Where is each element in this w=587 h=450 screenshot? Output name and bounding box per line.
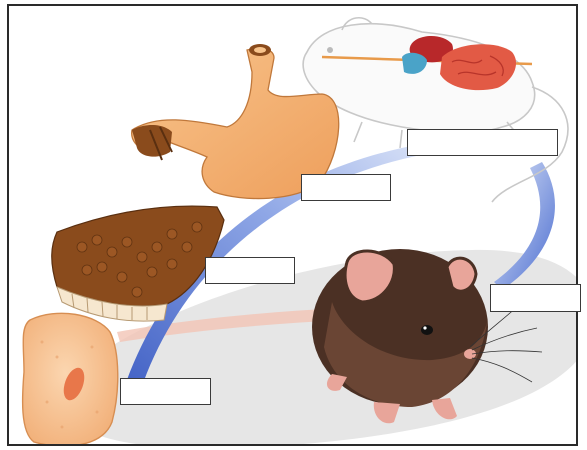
label-box-organ[interactable] xyxy=(301,174,391,201)
diagram-frame xyxy=(7,4,578,446)
levels-of-organization-illustration xyxy=(9,6,578,446)
label-box-tissue[interactable] xyxy=(205,257,295,284)
cell-blob xyxy=(23,313,118,446)
label-box-cell[interactable] xyxy=(120,378,211,405)
label-box-organ-system[interactable] xyxy=(490,284,581,312)
label-box-organism[interactable] xyxy=(407,129,558,156)
tissue-slab xyxy=(52,206,224,321)
